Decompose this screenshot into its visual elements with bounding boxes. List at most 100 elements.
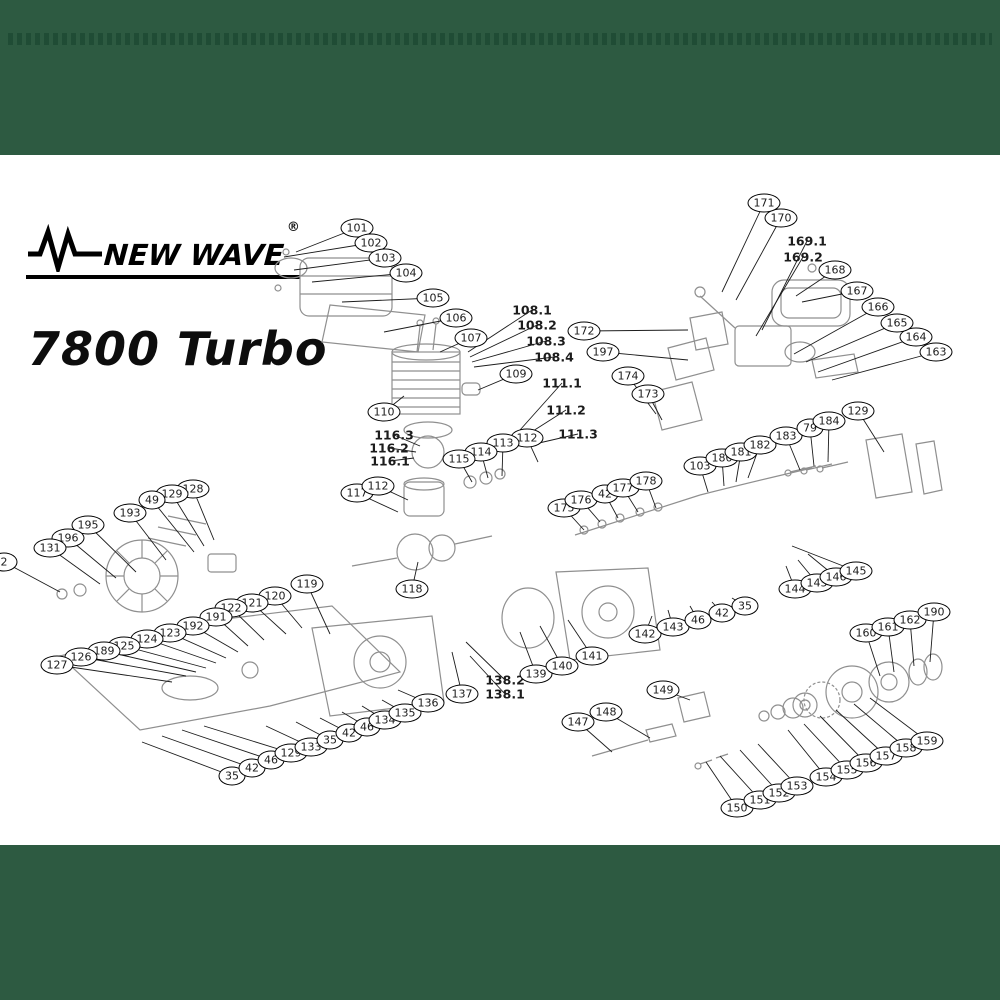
model-title: 7800 Turbo bbox=[28, 322, 328, 376]
piston-sketch bbox=[403, 468, 506, 517]
callout-129: 129 bbox=[841, 401, 875, 421]
callout-127: 127 bbox=[40, 655, 74, 675]
label-111.1: 111.1 bbox=[542, 375, 582, 391]
callout-170: 170 bbox=[764, 208, 798, 228]
label-169.1: 169.1 bbox=[787, 233, 827, 249]
flywheel-sketch bbox=[56, 539, 179, 613]
zigzag-logo-icon bbox=[28, 224, 102, 272]
callout-173: 173 bbox=[631, 384, 665, 404]
callout-148: 148 bbox=[589, 702, 623, 722]
callout-112: 112 bbox=[361, 476, 395, 496]
callout-115: 115 bbox=[442, 449, 476, 469]
label-138.1: 138.1 bbox=[485, 686, 525, 702]
leader-line-171 bbox=[721, 202, 765, 293]
callout-182: 182 bbox=[743, 435, 777, 455]
callout-137: 137 bbox=[445, 684, 479, 704]
callout-140: 140 bbox=[545, 656, 579, 676]
leader-line-169.2 bbox=[755, 256, 804, 337]
cylinder-sketch bbox=[391, 317, 461, 415]
callout-109: 109 bbox=[499, 364, 533, 384]
callout-143: 143 bbox=[656, 617, 690, 637]
handle-bolt-sketch bbox=[784, 461, 849, 477]
label-116.2: 116.2 bbox=[369, 440, 409, 456]
callout-176: 176 bbox=[564, 490, 598, 510]
callout-184: 184 bbox=[812, 411, 846, 431]
carburetor-sketch bbox=[689, 286, 859, 379]
callout-149: 149 bbox=[646, 680, 680, 700]
callout-106: 106 bbox=[439, 308, 473, 328]
leader-line-127 bbox=[56, 664, 173, 683]
leader-line-163 bbox=[831, 351, 937, 381]
leader-line-138.2 bbox=[465, 641, 506, 681]
leader-line-116.2 bbox=[388, 447, 417, 453]
leader-line-116.3 bbox=[393, 434, 421, 447]
callout-118: 118 bbox=[395, 579, 429, 599]
callout-190: 190 bbox=[917, 602, 951, 622]
cylinder-gasket-sketch bbox=[403, 421, 453, 469]
label-108.4: 108.4 bbox=[534, 349, 574, 365]
callout-46: 46 bbox=[684, 610, 712, 630]
callout-105: 105 bbox=[416, 288, 450, 308]
leader-line-170 bbox=[735, 217, 782, 301]
leader-line-108.4 bbox=[473, 356, 555, 368]
clutch-assembly-sketch bbox=[758, 653, 943, 722]
callout-2: 2 bbox=[0, 552, 18, 572]
callout-161: 161 bbox=[871, 617, 905, 637]
callout-153: 153 bbox=[780, 776, 814, 796]
callout-168: 168 bbox=[818, 260, 852, 280]
callout-110: 110 bbox=[367, 402, 401, 422]
callout-159: 159 bbox=[910, 731, 944, 751]
leader-line-164 bbox=[817, 336, 917, 373]
callout-139: 139 bbox=[519, 664, 553, 684]
leader-line-116.1 bbox=[389, 457, 415, 462]
leader-line-126 bbox=[80, 656, 187, 677]
oil-pump-sketch bbox=[591, 691, 729, 770]
callout-174: 174 bbox=[611, 366, 645, 386]
callout-171: 171 bbox=[747, 193, 781, 213]
crankshaft-sketch bbox=[351, 533, 493, 571]
callout-133: 133 bbox=[294, 737, 328, 757]
label-116.3: 116.3 bbox=[374, 427, 414, 443]
label-138.2: 138.2 bbox=[485, 672, 525, 688]
leader-line-46 bbox=[181, 729, 272, 761]
callout-35: 35 bbox=[316, 730, 344, 750]
callout-142: 142 bbox=[628, 624, 662, 644]
callout-101: 101 bbox=[340, 218, 374, 238]
top-banner-pattern bbox=[8, 33, 992, 45]
callout-131: 131 bbox=[33, 538, 67, 558]
label-108.2: 108.2 bbox=[517, 317, 557, 333]
leader-line-111.1 bbox=[519, 382, 563, 431]
leader-line-108.3 bbox=[471, 340, 547, 363]
label-108.3: 108.3 bbox=[526, 333, 566, 349]
leader-line-172 bbox=[583, 329, 689, 332]
callout-103: 103 bbox=[368, 248, 402, 268]
callout-193: 193 bbox=[113, 503, 147, 523]
leader-line-165 bbox=[805, 322, 898, 363]
intake-gasket-sketch bbox=[651, 337, 715, 431]
callout-141: 141 bbox=[575, 646, 609, 666]
label-111.3: 111.3 bbox=[558, 426, 598, 442]
callout-136: 136 bbox=[411, 693, 445, 713]
leader-line-42 bbox=[161, 735, 253, 769]
label-108.1: 108.1 bbox=[512, 302, 552, 318]
callout-104: 104 bbox=[389, 263, 423, 283]
callout-166: 166 bbox=[861, 297, 895, 317]
registered-mark: ® bbox=[286, 220, 300, 235]
callout-178: 178 bbox=[629, 471, 663, 491]
callout-35: 35 bbox=[731, 596, 759, 616]
muffler-sketch bbox=[274, 248, 393, 317]
crankcase-right-sketch bbox=[501, 567, 661, 661]
label-169.2: 169.2 bbox=[783, 249, 823, 265]
brand-logo: NEW WAVE ® bbox=[26, 220, 300, 279]
air-filter-sketch bbox=[771, 263, 851, 327]
bottom-banner bbox=[0, 845, 1000, 1000]
callout-197: 197 bbox=[586, 342, 620, 362]
callout-163: 163 bbox=[919, 342, 953, 362]
callout-165: 165 bbox=[880, 313, 914, 333]
top-banner bbox=[0, 0, 1000, 155]
